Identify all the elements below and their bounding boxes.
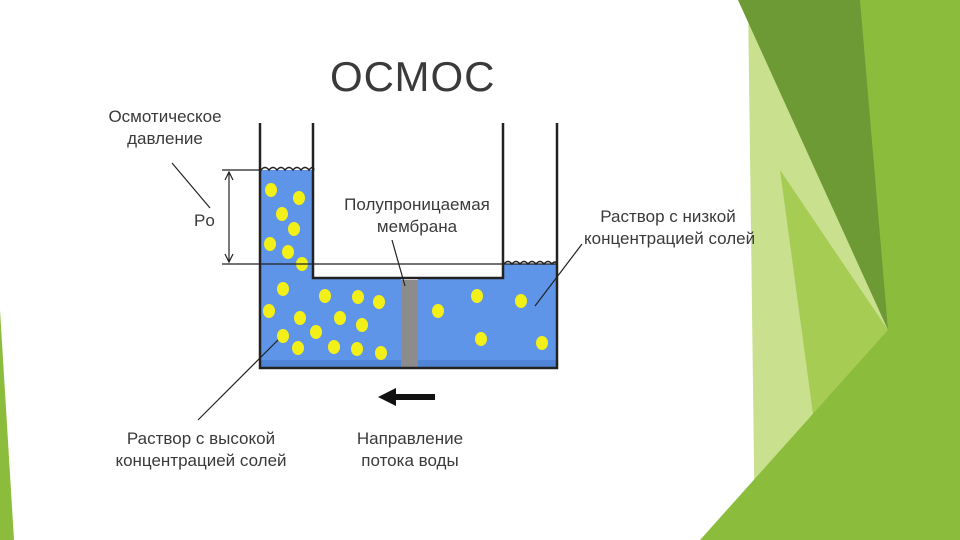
label-low-concentration: Раствор с низкой концентрацией солей (584, 206, 756, 250)
particle (319, 289, 331, 303)
particle (310, 325, 322, 339)
particle (432, 304, 444, 318)
particle (328, 340, 340, 354)
label-membrane: Полупроницаемая мембрана (338, 194, 496, 238)
particle (373, 295, 385, 309)
diagram-title: ОСМОС (330, 53, 496, 100)
particle (288, 222, 300, 236)
particle (351, 342, 363, 356)
label-flow-direction-line1: Направление (356, 429, 464, 448)
particle (334, 311, 346, 325)
particle (263, 304, 275, 318)
label-osmotic-pressure-line2: давление (127, 129, 203, 148)
leader-lines (171, 162, 583, 421)
label-osmotic-pressure: Осмотическое давление (100, 106, 230, 150)
label-low-concentration-line1: Раствор с низкой (600, 207, 736, 226)
decor-right-mid (860, 0, 960, 540)
particle (264, 237, 276, 251)
particle (475, 332, 487, 346)
label-membrane-line2: мембрана (376, 217, 458, 236)
label-membrane-line1: Полупроницаемая (344, 195, 490, 214)
flow-arrow-shaft (393, 394, 435, 400)
particle (277, 329, 289, 343)
label-high-concentration: Раствор с высокой концентрацией солей (112, 428, 290, 472)
decor-right-bottom (700, 330, 930, 540)
label-flow-direction-line2: потока воды (361, 451, 459, 470)
label-osmotic-pressure-line1: Осмотическое (108, 107, 222, 126)
label-high-concentration-line1: Раствор с высокой (126, 429, 276, 448)
flow-arrow-head (378, 388, 396, 406)
decor-left-strip (0, 310, 14, 540)
vessel-inner-wall (311, 123, 505, 280)
particle (352, 290, 364, 304)
label-low-concentration-line2: концентрацией солей (584, 229, 756, 248)
particle (265, 183, 277, 197)
particle (293, 191, 305, 205)
pressure-arrow-head-bottom (224, 253, 234, 264)
leader-membrane (391, 239, 406, 287)
label-po: Po (194, 211, 215, 230)
surface-left (260, 166, 315, 172)
leader-high-concentration (197, 339, 279, 421)
particle (294, 311, 306, 325)
membrane (401, 280, 418, 367)
surface-right (503, 260, 558, 266)
decor-right (700, 0, 960, 540)
particle (277, 282, 289, 296)
particle (375, 346, 387, 360)
particle (276, 207, 288, 221)
particles-right (432, 289, 548, 350)
leader-osmotic-pressure (171, 162, 211, 209)
water-right (418, 264, 556, 367)
particle (292, 341, 304, 355)
particle (471, 289, 483, 303)
label-high-concentration-line2: концентрацией солей (115, 451, 287, 470)
particle (282, 245, 294, 259)
pressure-dimension (222, 169, 557, 265)
particle (356, 318, 368, 332)
label-flow-direction: Направление потока воды (348, 428, 472, 472)
leader-low-concentration (534, 243, 583, 307)
flow-arrow (378, 388, 435, 406)
particle (515, 294, 527, 308)
particle (536, 336, 548, 350)
particles-left (263, 183, 387, 360)
pressure-arrow-head-top (224, 170, 234, 181)
vessel-outer-wall (258, 123, 559, 370)
osmosis-vessel (258, 123, 559, 370)
